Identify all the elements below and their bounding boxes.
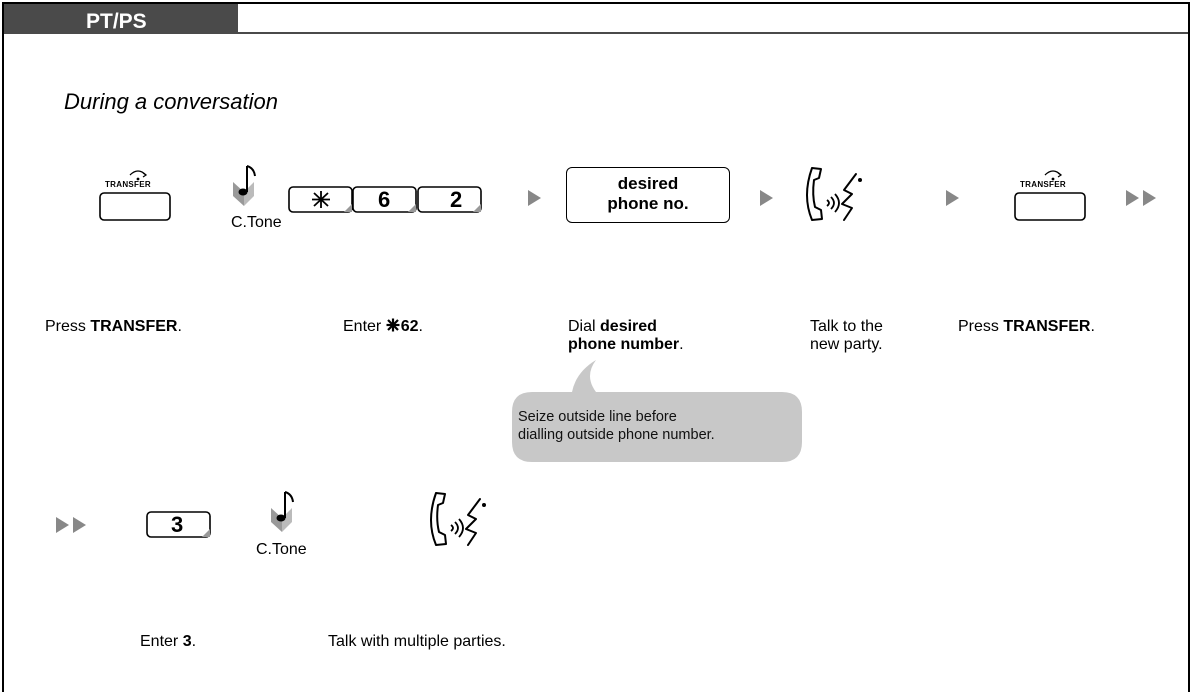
dial-key-3: 3 xyxy=(146,511,212,539)
note-line: Seize outside line before xyxy=(518,409,677,425)
double-arrow-icon xyxy=(1126,190,1156,206)
step-period: . xyxy=(418,318,423,335)
confirmation-tone-label: C.Tone xyxy=(256,541,307,558)
note-bubble xyxy=(512,360,802,462)
step-text: Press xyxy=(45,318,91,335)
arrow-right-icon xyxy=(946,190,959,206)
transfer-key-icon: TRANSFER xyxy=(1014,165,1092,225)
note-line: dialling outside phone number. xyxy=(518,427,715,443)
dial-key-6: 6 xyxy=(352,186,418,214)
step-text: Talk to the xyxy=(810,318,883,335)
step-text: Enter xyxy=(140,633,183,650)
step-talk-new-party: Talk to the new party. xyxy=(810,318,883,354)
step-key-name: TRANSFER xyxy=(1003,318,1091,335)
arrow-right-icon xyxy=(760,190,773,206)
number-box: desired phone no. xyxy=(566,167,730,223)
double-arrow-icon xyxy=(56,517,86,533)
star-icon xyxy=(386,318,400,332)
confirmation-tone-label: C.Tone xyxy=(231,214,282,231)
step-code: 62 xyxy=(400,318,419,335)
step-key-name: 3 xyxy=(182,633,192,650)
step-text: Dial xyxy=(568,318,601,335)
step-key-name: TRANSFER xyxy=(90,318,178,335)
dial-key-3-label: 3 xyxy=(171,512,184,537)
step-period: . xyxy=(679,336,684,353)
transfer-key-label: TRANSFER xyxy=(1020,180,1066,189)
subtitle: During a conversation xyxy=(64,89,279,114)
dial-key-2: 2 xyxy=(417,186,483,214)
number-box-line1: desired xyxy=(617,174,679,193)
handset-talk-icon xyxy=(424,491,490,553)
step-press-transfer-2: Press TRANSFER. xyxy=(958,318,1095,336)
arrow-right-icon xyxy=(528,190,541,206)
header-rule xyxy=(4,32,1188,34)
dial-key-2-label: 2 xyxy=(450,187,463,212)
step-text: Enter xyxy=(343,318,386,335)
tab-label: PT/PS xyxy=(86,10,147,33)
step-bold: desired xyxy=(600,318,657,335)
handset-talk-icon xyxy=(800,166,866,228)
step-period: . xyxy=(177,318,182,335)
step-dial-number: Dial desired phone number. xyxy=(568,318,684,354)
step-enter-code: Enter 62. xyxy=(343,318,423,336)
dial-key-6-label: 6 xyxy=(378,187,391,212)
number-box-line2: phone no. xyxy=(607,194,689,213)
step-enter-3: Enter 3. xyxy=(140,633,196,651)
step-talk-multiple: Talk with multiple parties. xyxy=(328,633,506,651)
step-text: new party. xyxy=(810,336,883,353)
step-text: Press xyxy=(958,318,1004,335)
step-period: . xyxy=(1090,318,1095,335)
section-tab: PT/PS xyxy=(4,4,238,34)
transfer-key-icon: TRANSFER xyxy=(99,165,177,225)
step-text: Talk with multiple parties. xyxy=(328,633,506,650)
note-text: Seize outside line before dialling outsi… xyxy=(518,408,715,444)
confirmation-tone-icon xyxy=(230,162,260,212)
step-period: . xyxy=(191,633,197,650)
confirmation-tone-icon xyxy=(268,488,298,538)
transfer-key-label: TRANSFER xyxy=(105,180,151,189)
step-press-transfer: Press TRANSFER. xyxy=(45,318,182,336)
star-key-icon xyxy=(288,186,354,214)
step-bold: phone number xyxy=(568,336,680,353)
